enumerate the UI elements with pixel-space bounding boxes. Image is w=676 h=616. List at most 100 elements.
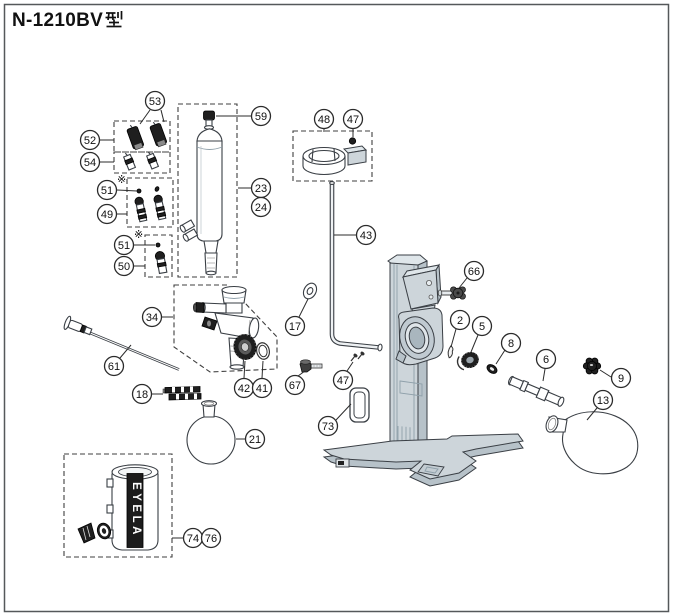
group-box-34 xyxy=(173,284,278,373)
callout-76: 76 xyxy=(200,527,222,549)
part-grommet xyxy=(96,522,112,540)
callout-52: 52 xyxy=(79,129,114,151)
part-59-cap xyxy=(203,110,215,121)
callout-47: 47 xyxy=(342,108,364,137)
callout-74: 74 xyxy=(172,527,204,549)
callout-49: 49 xyxy=(96,203,127,225)
star-mark: ※ xyxy=(117,174,126,186)
callout-21: 21 xyxy=(236,428,266,450)
callout-48: 48 xyxy=(313,108,335,132)
svg-text:48: 48 xyxy=(318,114,330,126)
page-title: N-1210BV xyxy=(12,9,123,33)
part-54-fittings xyxy=(122,151,160,171)
part-52-plugs xyxy=(126,121,167,151)
callout-43: 43 xyxy=(334,224,377,246)
callout-59: 59 xyxy=(216,105,272,127)
callout-67: 67 xyxy=(284,370,306,396)
part-47-screws xyxy=(350,351,365,362)
part-51-orings-upper xyxy=(136,186,160,194)
svg-text:18: 18 xyxy=(136,389,148,401)
part-66-wing-screw xyxy=(437,286,466,300)
svg-text:52: 52 xyxy=(84,135,96,147)
svg-text:76: 76 xyxy=(205,533,217,545)
svg-text:51: 51 xyxy=(118,240,130,252)
callout-66: 66 xyxy=(458,260,485,289)
svg-text:74: 74 xyxy=(187,533,199,545)
svg-text:61: 61 xyxy=(108,361,120,373)
callout-53: 53 xyxy=(139,90,166,125)
leader-line xyxy=(139,109,151,125)
svg-text:43: 43 xyxy=(360,230,372,242)
callout-13: 13 xyxy=(586,389,614,421)
callout-50: 50 xyxy=(113,255,145,277)
callout-9: 9 xyxy=(599,367,632,389)
part-51-oring-lower xyxy=(155,242,161,248)
leader-line xyxy=(470,334,479,353)
callout-2: 2 xyxy=(449,309,471,348)
svg-text:66: 66 xyxy=(468,266,480,278)
svg-text:47: 47 xyxy=(347,114,359,126)
stand-base xyxy=(322,433,524,487)
svg-text:17: 17 xyxy=(289,321,301,333)
group-box-49 xyxy=(126,177,174,228)
leader-line xyxy=(346,361,354,372)
svg-text:73: 73 xyxy=(322,421,334,433)
svg-text:53: 53 xyxy=(149,96,161,108)
part-50-elbow xyxy=(154,251,168,275)
leader-line xyxy=(335,403,352,421)
leader-line xyxy=(261,360,264,379)
group-box-50 xyxy=(144,234,173,278)
leader-line xyxy=(243,360,246,379)
leader-line xyxy=(160,109,165,123)
part-49-elbows xyxy=(134,194,167,223)
callout-18: 18 xyxy=(131,383,163,405)
svg-text:2: 2 xyxy=(457,315,463,327)
callout-51: 51※ xyxy=(96,174,138,201)
part-5-bearing-nut xyxy=(456,351,479,371)
svg-text:47: 47 xyxy=(337,375,349,387)
part-67-thumbscrew xyxy=(299,359,323,373)
svg-text:41: 41 xyxy=(256,383,268,395)
callout-17: 17 xyxy=(284,298,309,337)
callout-6: 6 xyxy=(535,348,557,382)
part-2-pin xyxy=(447,345,454,359)
leader-line xyxy=(450,328,457,348)
leader-line xyxy=(495,349,506,365)
group-boxes xyxy=(63,103,373,558)
leader-line xyxy=(119,344,132,359)
part-wedge xyxy=(77,522,96,544)
svg-text:9: 9 xyxy=(618,373,624,385)
svg-text:21: 21 xyxy=(249,434,261,446)
leader-line xyxy=(599,369,612,378)
part-9-knurled-nut xyxy=(582,357,602,375)
svg-text:42: 42 xyxy=(238,383,250,395)
stand-assembly xyxy=(322,254,524,487)
group-box-74 xyxy=(63,453,173,558)
svg-text:54: 54 xyxy=(84,157,96,169)
stand-drive-collar xyxy=(395,307,444,366)
part-74-bath-jacket: EYELA xyxy=(77,464,159,551)
hose-nozzle-lower xyxy=(182,228,199,242)
svg-text:5: 5 xyxy=(479,321,485,333)
callout-42: 42 xyxy=(233,360,255,399)
part-23-condenser-trap xyxy=(179,110,223,276)
star-mark: ※ xyxy=(134,229,143,241)
part-47-screw-dot xyxy=(348,137,357,145)
svg-text:8: 8 xyxy=(508,338,514,350)
svg-text:49: 49 xyxy=(101,209,113,221)
leader-line xyxy=(116,189,138,192)
callout-23: 23 xyxy=(238,177,272,199)
svg-text:59: 59 xyxy=(255,111,267,123)
leader-line xyxy=(458,277,468,289)
callout-8: 8 xyxy=(495,332,522,365)
part-21-receiving-flask xyxy=(186,400,236,465)
leader-line xyxy=(298,298,309,318)
part-73-handle xyxy=(349,387,370,423)
callout-34: 34 xyxy=(141,306,173,328)
callout-73: 73 xyxy=(317,403,352,437)
kanji-model-glyph xyxy=(105,10,123,34)
part-43-support-rod xyxy=(329,181,383,352)
